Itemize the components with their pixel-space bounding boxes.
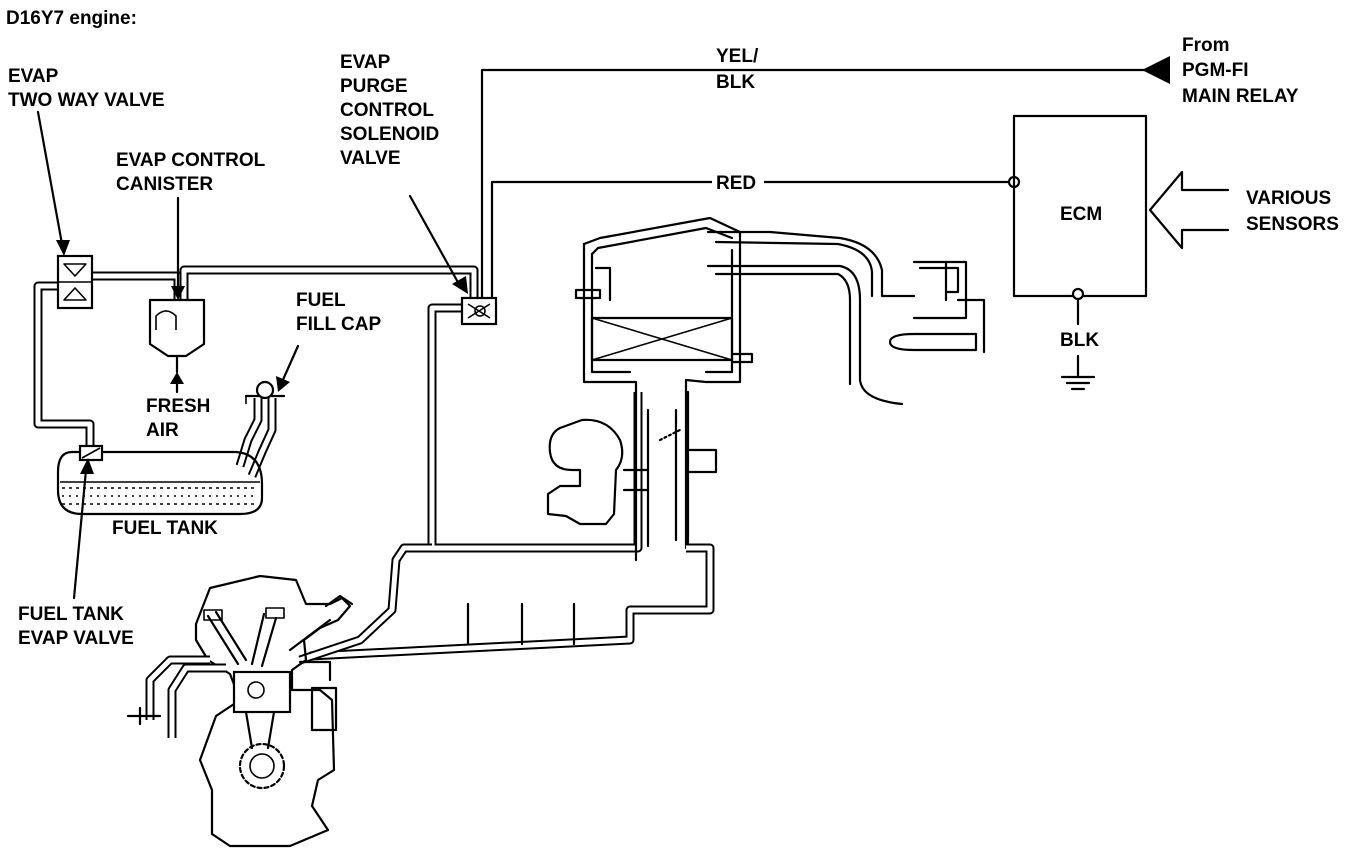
- label-wire-yel-blk-line2: BLK: [716, 72, 755, 93]
- ecm-terminal-blk: [1071, 287, 1085, 301]
- label-fill-cap-line2: FILL CAP: [296, 314, 381, 335]
- label-two-way-valve-line1: EVAP: [8, 66, 59, 87]
- labels: EVAP TWO WAY VALVE EVAP CONTROL CANISTER…: [8, 35, 1339, 649]
- ground-icon: [1060, 375, 1096, 391]
- label-fresh-air-line1: FRESH: [146, 396, 210, 417]
- label-sensors-line1: VARIOUS: [1246, 188, 1331, 209]
- label-fill-cap-line1: FUEL: [296, 290, 346, 311]
- label-sensors-line2: SENSORS: [1246, 214, 1339, 235]
- wiring: [480, 56, 1230, 391]
- fuel-tank: [56, 444, 264, 516]
- engine-icon: [126, 574, 354, 848]
- label-purge-line4: SOLENOID: [340, 124, 439, 145]
- intake-assembly: [546, 216, 986, 562]
- vacuum-lines: [298, 543, 715, 665]
- label-purge-line2: PURGE: [340, 76, 408, 97]
- relay-arrow-icon: [1142, 56, 1170, 84]
- label-wire-blk: BLK: [1060, 330, 1099, 351]
- label-purge-line1: EVAP: [340, 52, 391, 73]
- fuel-fill-cap-icon: [244, 380, 286, 404]
- label-fuel-tank: FUEL TANK: [112, 518, 218, 539]
- label-wire-yel-blk-line1: YEL/: [716, 46, 759, 67]
- diagram-title: D16Y7 engine:: [6, 8, 137, 29]
- label-ecm: ECM: [1060, 204, 1102, 225]
- purge-solenoid-valve-icon: [460, 296, 498, 326]
- sensors-arrow-icon: [1148, 170, 1230, 250]
- wire-yel-blk: [480, 68, 1150, 302]
- label-tank-evap-valve-line2: EVAP VALVE: [18, 628, 134, 649]
- label-relay-line3: MAIN RELAY: [1182, 86, 1299, 107]
- wire-red: [490, 180, 1012, 302]
- label-purge-line3: CONTROL: [340, 100, 434, 121]
- label-two-way-valve-line2: TWO WAY VALVE: [8, 90, 165, 111]
- label-canister-line2: CANISTER: [116, 174, 213, 195]
- two-way-valve-icon: [56, 254, 94, 310]
- label-fresh-air-line2: AIR: [146, 420, 179, 441]
- label-relay-line2: PGM-FI: [1182, 60, 1249, 81]
- label-canister-line1: EVAP CONTROL: [116, 150, 266, 171]
- label-relay-line1: From: [1182, 35, 1230, 56]
- label-tank-evap-valve-line1: FUEL TANK: [18, 604, 124, 625]
- label-purge-line5: VALVE: [340, 148, 401, 169]
- leader-arrows: [36, 110, 468, 600]
- canister-icon: [148, 298, 206, 394]
- label-wire-red: RED: [716, 173, 756, 194]
